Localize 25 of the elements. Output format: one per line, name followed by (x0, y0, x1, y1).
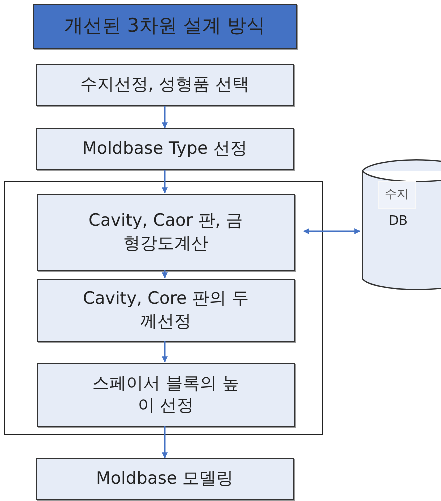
step-text: Moldbase Type 선정 (82, 138, 248, 160)
table-box (378, 181, 416, 209)
title-box (33, 4, 297, 49)
database-label: DB (388, 214, 409, 231)
step-text: Moldbase 모델링 (96, 468, 234, 490)
process-box (36, 128, 294, 170)
title-text: 개선된 3차원 설계 방식 (64, 14, 266, 39)
step-text: 수지 (385, 187, 409, 203)
step-text: Cavity, Caor 판, 금형강도계산 (88, 210, 244, 255)
database-cylinder (362, 158, 441, 292)
arrow (162, 426, 168, 459)
process-box (36, 64, 294, 106)
arrow (162, 270, 168, 279)
group-frame (4, 181, 323, 435)
process-box (37, 363, 295, 427)
process-box (37, 194, 295, 271)
process-box (37, 279, 295, 342)
arrow (162, 170, 168, 194)
step-text: Cavity, Core 판의 두께선정 (82, 288, 250, 333)
double-arrow (303, 228, 361, 234)
step-text: 스페이서 블록의 높이 선정 (92, 372, 240, 418)
process-box (36, 458, 294, 500)
arrow (162, 341, 168, 363)
arrow (162, 106, 168, 129)
step-text: 수지선정, 성형품 선택 (80, 74, 250, 96)
